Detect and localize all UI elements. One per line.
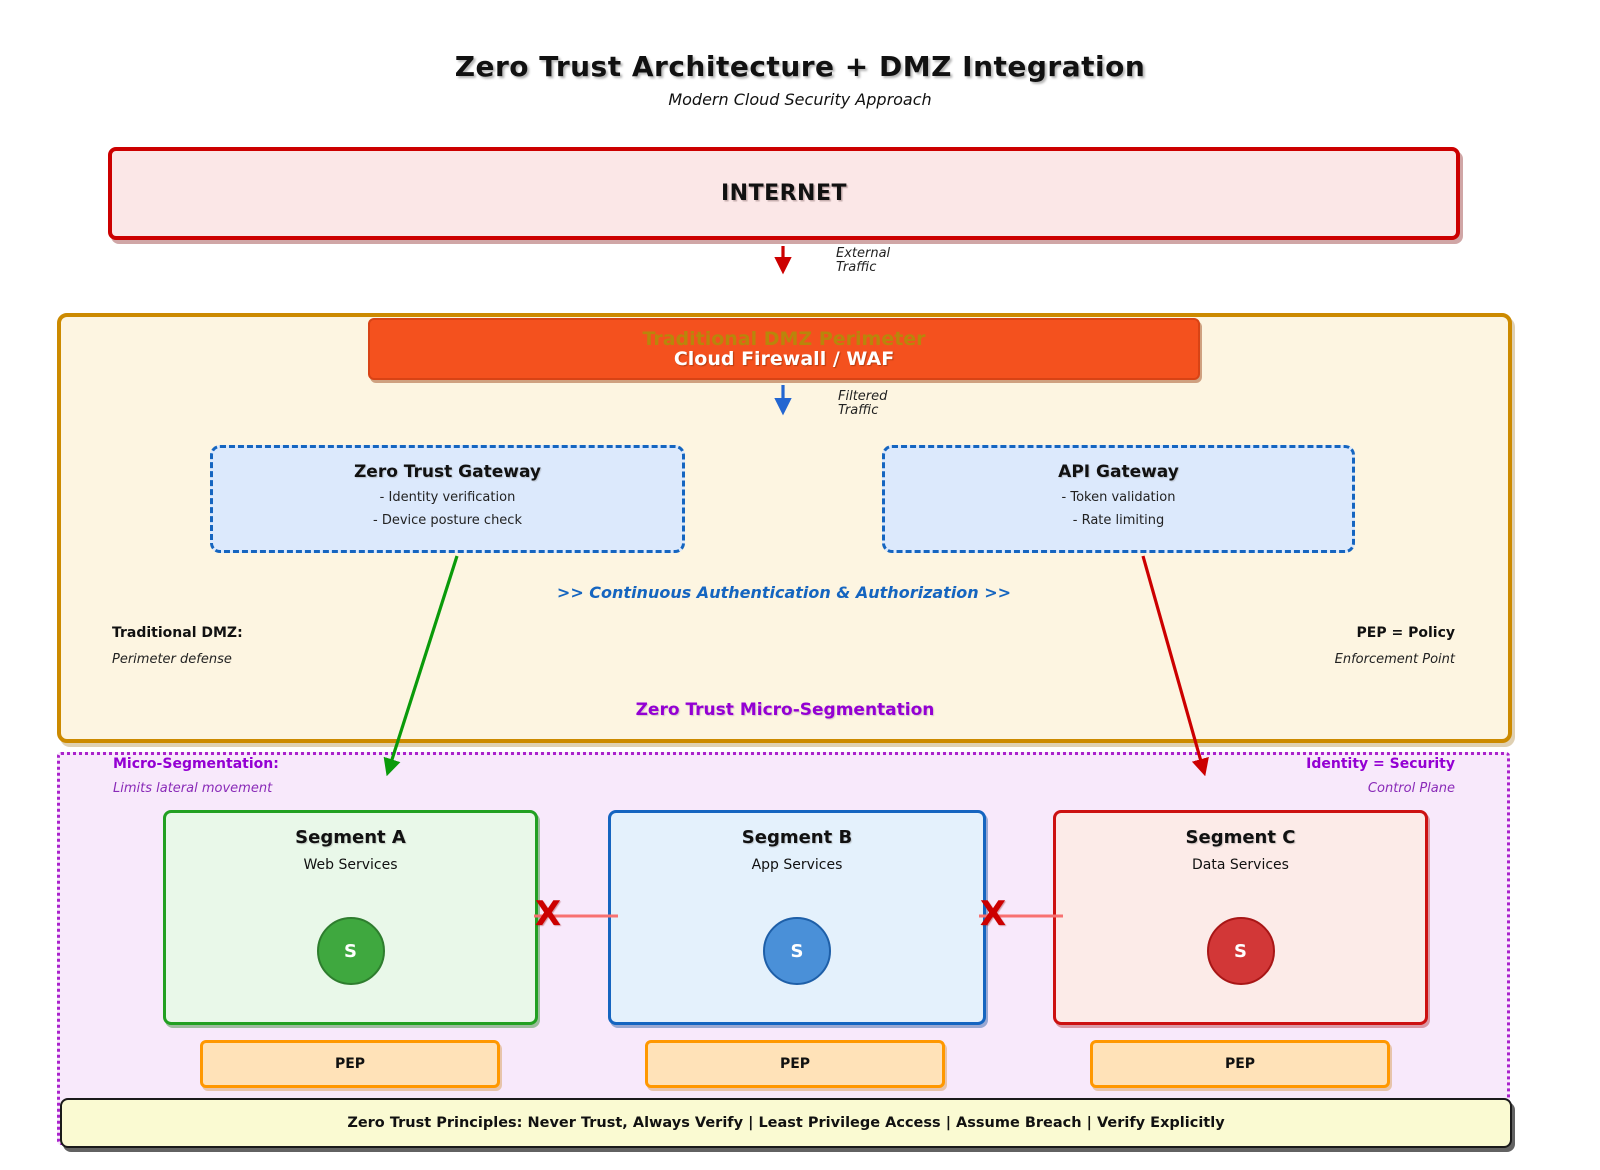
page-title: Zero Trust Architecture + DMZ Integratio… <box>454 50 1146 83</box>
segment-a-node-letter: S <box>344 940 357 962</box>
segment-c-name: Segment C <box>1185 827 1296 848</box>
segment-a-service: Web Services <box>303 857 398 873</box>
traditional-dmz-note-sub: Perimeter defense <box>112 652 232 667</box>
filtered-traffic-line2: Traffic <box>838 403 879 418</box>
microseg-note-title: Micro-Segmentation: <box>113 756 279 772</box>
internet-box: INTERNET <box>108 147 1460 240</box>
pep-note-title: PEP = Policy <box>1356 625 1455 641</box>
zero-trust-principles-banner: Zero Trust Principles: Never Trust, Alwa… <box>60 1098 1512 1148</box>
microseg-note-sub: Limits lateral movement <box>113 781 273 796</box>
segment-a-name: Segment A <box>295 827 406 848</box>
api-gateway-bullet-1: - Token validation <box>1061 490 1176 505</box>
zero-trust-gateway-bullet-1: - Identity verification <box>379 490 516 505</box>
zero-trust-gateway-title: Zero Trust Gateway <box>353 462 542 482</box>
api-gateway-box: API Gateway - Token validation - Rate li… <box>882 445 1355 553</box>
identity-note-title: Identity = Security <box>1306 756 1455 772</box>
cloud-firewall-label: Cloud Firewall / WAF <box>673 347 895 370</box>
blocked-lateral-movement-x-2: X <box>979 894 1007 934</box>
api-gateway-title: API Gateway <box>1058 462 1179 482</box>
page-subtitle: Modern Cloud Security Approach <box>668 90 932 109</box>
segment-b-node-letter: S <box>790 940 804 962</box>
segment-a-box: Segment A Web Services S <box>163 810 538 1025</box>
segment-c-service-node: S <box>1206 917 1275 985</box>
continuous-auth-banner: >> Continuous Authentication & Authoriza… <box>556 583 1012 602</box>
external-traffic-label: External Traffic <box>836 247 890 275</box>
segment-c-box: Segment C Data Services S <box>1053 810 1428 1025</box>
external-traffic-line2: Traffic <box>836 260 877 275</box>
pep-box-b: PEP <box>645 1040 945 1088</box>
segment-c-node-letter: S <box>1234 940 1247 962</box>
segment-b-service: App Services <box>751 857 843 873</box>
external-traffic-line1: External <box>836 246 891 261</box>
zero-trust-gateway-box: Zero Trust Gateway - Identity verificati… <box>210 445 685 553</box>
filtered-traffic-line1: Filtered <box>838 389 888 404</box>
segment-b-service-node: S <box>763 917 831 985</box>
traditional-dmz-note-title: Traditional DMZ: <box>112 625 243 641</box>
segment-a-service-node: S <box>316 917 385 985</box>
internet-label: INTERNET <box>720 181 848 206</box>
pep-box-c: PEP <box>1090 1040 1390 1088</box>
api-gateway-bullet-2: - Rate limiting <box>1072 513 1165 528</box>
microseg-heading: Zero Trust Micro-Segmentation <box>635 700 935 720</box>
pep-box-a: PEP <box>200 1040 500 1088</box>
zero-trust-gateway-bullet-2: - Device posture check <box>373 513 522 528</box>
pep-note-sub: Enforcement Point <box>1334 652 1455 667</box>
segment-b-box: Segment B App Services S <box>608 810 986 1025</box>
segment-b-name: Segment B <box>741 827 853 848</box>
segment-c-service: Data Services <box>1192 857 1289 873</box>
filtered-traffic-label: Filtered Traffic <box>838 390 887 418</box>
cloud-firewall-box: Traditional DMZ Perimeter Cloud Firewall… <box>368 318 1200 380</box>
blocked-lateral-movement-x-1: X <box>534 894 562 934</box>
dmz-perimeter-title: Traditional DMZ Perimeter <box>642 327 926 350</box>
identity-note-sub: Control Plane <box>1367 781 1455 796</box>
